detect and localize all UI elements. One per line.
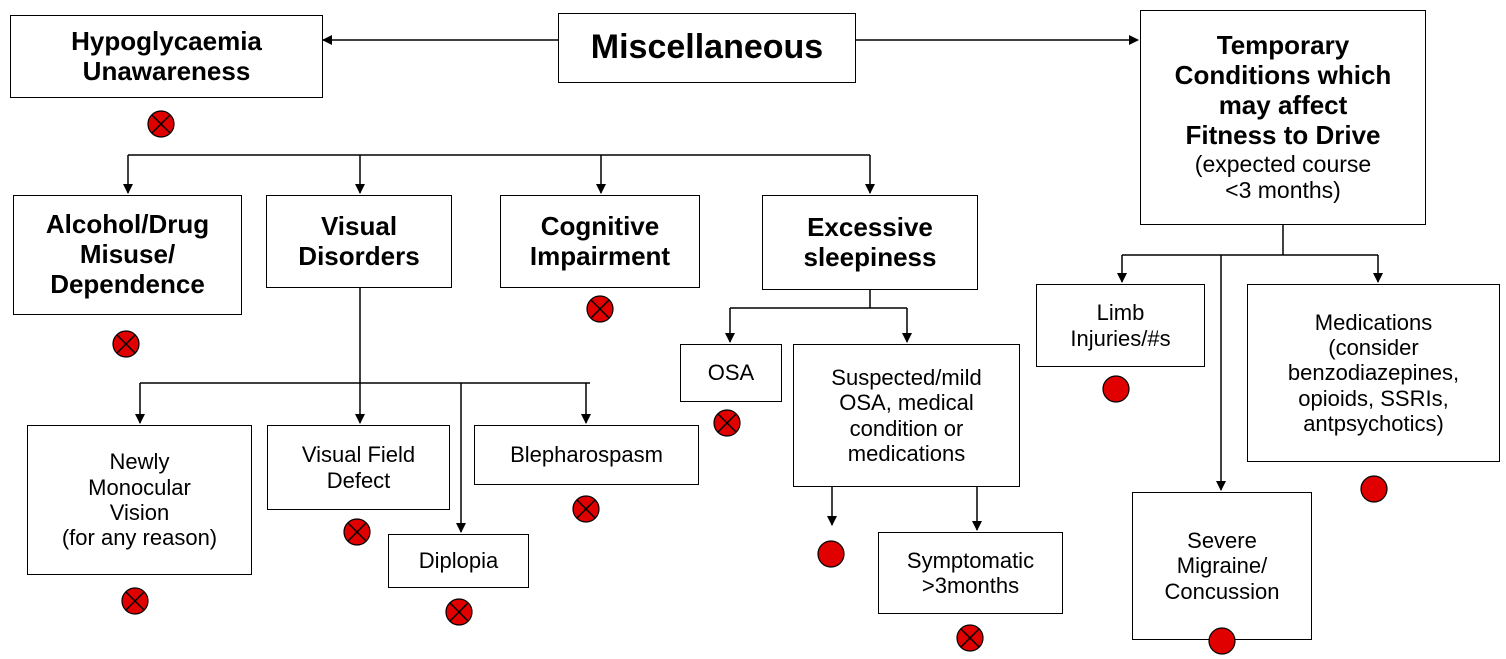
node-migraine-line-3: Concussion [1164, 578, 1280, 604]
red-circle-with-cross-icon [572, 495, 600, 523]
red-circle-with-cross-icon [445, 598, 473, 626]
red-circle-with-cross-icon [343, 518, 371, 546]
node-symptomatic-line-2: >3months [921, 573, 1020, 598]
node-blepharo-line-1: Blepharospasm [510, 442, 663, 468]
red-circle-with-cross-icon [112, 330, 140, 358]
node-hypo-line-1: Hypoglycaemia [71, 25, 262, 56]
node-monocular-line-2: Monocular [88, 474, 191, 500]
node-medications-line-2: (consider [1328, 335, 1419, 361]
node-migraine-line-2: Migraine/ [1176, 553, 1268, 579]
node-alcohol-drug: Alcohol/Drug Misuse/ Dependence [13, 195, 242, 315]
node-diplopia-line-1: Diplopia [418, 548, 499, 574]
red-circle-with-cross-icon [147, 110, 175, 138]
node-visual-field-defect: Visual Field Defect [267, 425, 450, 510]
node-mild-osa-line-2: OSA, medical [839, 390, 974, 416]
node-miscellaneous-label: Miscellaneous [590, 28, 824, 67]
node-medications-line-5: antpsychotics) [1303, 410, 1444, 436]
node-hypoglycaemia: Hypoglycaemia Unawareness [10, 15, 323, 98]
red-circle-with-cross-icon [586, 295, 614, 323]
node-medications-line-4: opioids, SSRIs, [1298, 385, 1449, 411]
node-symptomatic: Symptomatic >3months [878, 532, 1063, 614]
node-medications: Medications (consider benzodiazepines, o… [1247, 284, 1500, 462]
node-cognitive-line-2: Impairment [529, 240, 671, 271]
node-visual-line-2: Disorders [298, 240, 420, 271]
node-limb-line-2: Injuries/#s [1070, 325, 1171, 351]
node-field-line-2: Defect [326, 467, 391, 493]
node-mild-osa-line-3: condition or [849, 415, 964, 441]
node-limb-line-1: Limb [1096, 300, 1145, 326]
node-temporary-note-1: (expected course [1194, 150, 1372, 177]
node-blepharospasm: Blepharospasm [474, 425, 699, 485]
node-osa-line-1: OSA [707, 360, 755, 386]
node-hypo-line-2: Unawareness [82, 55, 251, 86]
node-monocular-line-3: Vision [109, 500, 170, 525]
node-cognitive-impairment: Cognitive Impairment [500, 195, 700, 288]
node-suspected-mild-osa: Suspected/mild OSA, medical condition or… [793, 344, 1020, 487]
node-monocular-line-1: Newly [109, 449, 170, 475]
node-cognitive-line-1: Cognitive [540, 210, 660, 241]
node-severe-migraine: Severe Migraine/ Concussion [1132, 492, 1312, 640]
node-symptomatic-line-1: Symptomatic [906, 547, 1035, 573]
node-temporary-line-4: Fitness to Drive [1185, 119, 1381, 150]
node-temporary-line-1: Temporary [1216, 30, 1350, 61]
node-visual-disorders: Visual Disorders [266, 195, 452, 288]
red-circle-with-cross-icon [713, 409, 741, 437]
node-alcohol-line-3: Dependence [50, 268, 205, 299]
node-medications-line-3: benzodiazepines, [1287, 360, 1460, 386]
node-migraine-line-1: Severe [1187, 528, 1257, 554]
node-temporary-note-2: <3 months) [1225, 177, 1341, 204]
node-excessive-sleepiness: Excessive sleepiness [762, 195, 978, 290]
node-sleepiness-line-2: sleepiness [803, 241, 937, 272]
node-mild-osa-line-4: medications [847, 440, 966, 466]
red-circle-icon [817, 540, 845, 568]
node-miscellaneous: Miscellaneous [558, 13, 856, 83]
node-monocular-line-4: (for any reason) [61, 525, 218, 551]
node-temporary-conditions: Temporary Conditions which may affect Fi… [1140, 10, 1426, 225]
red-circle-icon [1208, 627, 1236, 655]
node-temporary-line-2: Conditions which [1174, 60, 1392, 91]
node-field-line-1: Visual Field [301, 442, 416, 468]
node-temporary-line-3: may affect [1218, 90, 1348, 121]
node-visual-line-1: Visual [320, 210, 398, 241]
node-newly-monocular: Newly Monocular Vision (for any reason) [27, 425, 252, 575]
red-circle-icon [1360, 475, 1388, 503]
node-alcohol-line-2: Misuse/ [79, 239, 176, 270]
node-medications-line-1: Medications [1314, 309, 1433, 335]
node-alcohol-line-1: Alcohol/Drug [45, 209, 210, 240]
node-sleepiness-line-1: Excessive [807, 211, 933, 242]
node-limb-injuries: Limb Injuries/#s [1036, 284, 1205, 367]
red-circle-icon [1102, 375, 1130, 403]
node-mild-osa-line-1: Suspected/mild [831, 364, 982, 390]
red-circle-with-cross-icon [956, 624, 984, 652]
red-circle-with-cross-icon [121, 587, 149, 615]
node-osa: OSA [680, 344, 782, 402]
node-diplopia: Diplopia [388, 534, 529, 588]
